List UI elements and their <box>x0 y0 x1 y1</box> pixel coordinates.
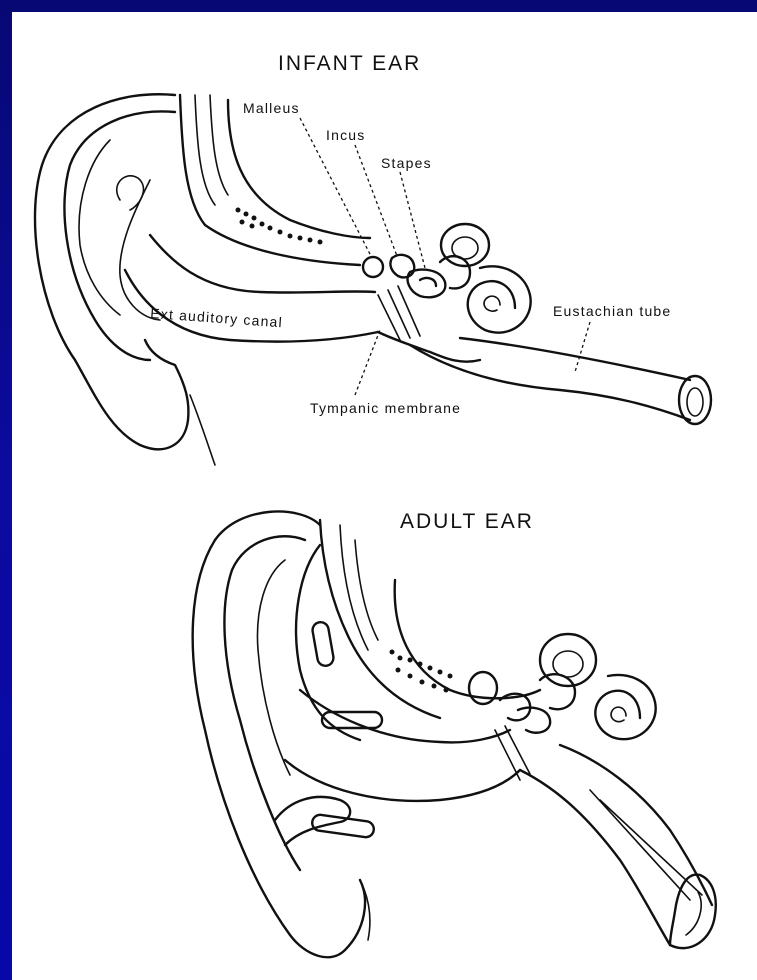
infant-stapes-label: Stapes <box>381 155 432 171</box>
adult-skull-line-3 <box>355 540 378 640</box>
infant-skull-line-1 <box>180 95 360 265</box>
infant-middle-ear-floor <box>378 332 480 362</box>
adult-skull-line-2 <box>340 525 368 650</box>
adult-pinna-outer <box>193 511 365 957</box>
adult-ear-title: ADULT EAR <box>400 510 534 533</box>
infant-inner-ear <box>440 224 531 333</box>
adult-pinna-inner <box>224 536 305 870</box>
adult-vestibule <box>540 674 575 709</box>
infant-tympanic-ring <box>378 286 420 340</box>
adult-skull-line-1 <box>320 520 440 718</box>
ear-comparison-diagram: INFANT EAR <box>12 12 757 980</box>
infant-skull-line-4 <box>228 100 370 238</box>
diagram-panel: INFANT EAR <box>12 12 757 980</box>
adult-cartilage-1 <box>311 621 334 667</box>
adult-malleus <box>469 672 497 704</box>
adult-ossicles <box>469 672 550 780</box>
infant-eustachian-label: Eustachian tube <box>553 303 671 319</box>
infant-skull-line-3 <box>210 95 228 195</box>
adult-canal-lower <box>285 760 520 801</box>
infant-canal-label: Ext auditory canal <box>150 305 284 330</box>
infant-malleus-label: Malleus <box>243 100 300 116</box>
adult-skull-line-4 <box>395 580 540 698</box>
infant-skull-line-2 <box>195 95 215 205</box>
infant-pinna-inner <box>64 111 175 360</box>
infant-tympanic-label: Tympanic membrane <box>310 400 461 416</box>
adult-helix-fold <box>257 560 290 775</box>
infant-helix-fold <box>79 140 120 315</box>
infant-ossicles <box>363 255 445 340</box>
adult-inner-ear <box>540 634 656 739</box>
infant-eustachian-upper <box>460 338 690 380</box>
adult-eustachian-inner <box>560 745 712 905</box>
infant-incus-label: Incus <box>326 127 365 143</box>
adult-ear: ADULT EAR <box>193 510 716 957</box>
infant-ear-title: INFANT EAR <box>278 52 421 75</box>
infant-concha-curl <box>117 176 144 210</box>
infant-lobe-line <box>190 395 215 465</box>
infant-malleus-head <box>363 257 383 277</box>
infant-ear: INFANT EAR <box>35 52 711 465</box>
infant-pinna-outer <box>35 94 188 449</box>
infant-incus <box>390 255 414 277</box>
adult-cochlea <box>595 675 655 739</box>
